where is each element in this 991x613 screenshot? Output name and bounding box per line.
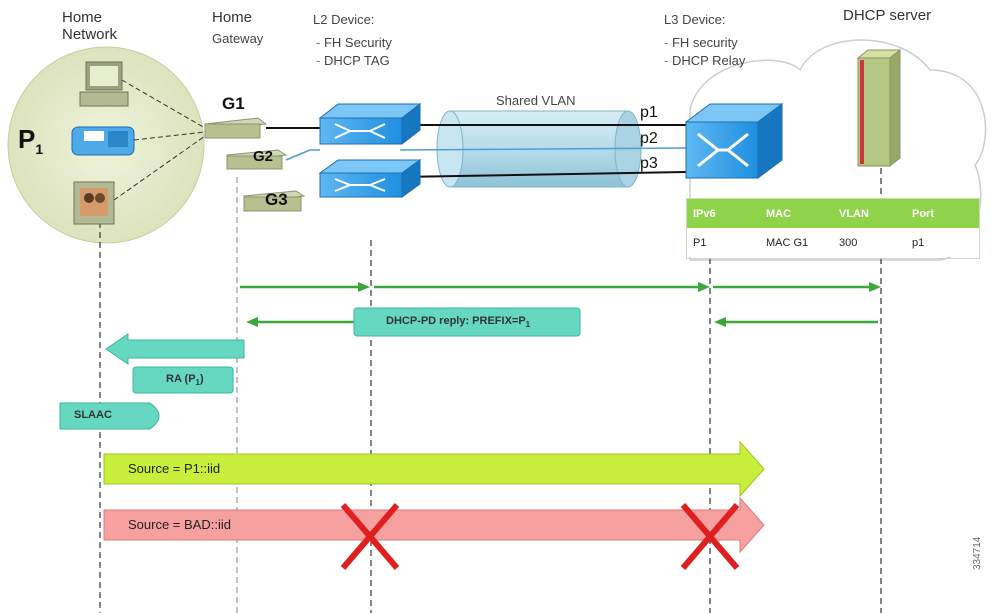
figure-id: 334714 [972,536,983,570]
dhcp-reply-text: DHCP-PD reply: PREFIX=P [386,315,526,327]
ra-label: RA (P1) [166,373,204,387]
binding-cell-ipv6: P1 [693,236,707,249]
home-network-label-line1: Home [62,9,103,26]
l3-device-label: L3 Device: [664,12,726,27]
l3-switch [684,103,784,179]
dhcp-server-icon [856,48,902,168]
l2-bullet-dhcp-tag: DHCP TAG [316,52,390,69]
gateway-g1 [203,117,268,139]
binding-header-ipv6: IPv6 [693,207,716,220]
shared-vlan-label: Shared VLAN [496,93,576,108]
binding-cell-vlan: 300 [839,236,858,249]
ra-text: RA (P [166,373,196,385]
gateway-g3-label: G3 [265,190,288,209]
gateway-g1-label: G1 [222,94,245,113]
home-gateway-label-line1: Home [212,9,253,26]
source-good-arrow [103,440,765,498]
computer-icon [79,61,129,107]
binding-table-header: IPv6 MAC VLAN Port [687,199,979,228]
binding-cell-port: p1 [912,236,925,249]
port-p1-label: p1 [640,104,658,121]
prefix-p1-subscript: 1 [35,141,44,158]
l2-bullet-fh-security: FH Security [316,34,392,51]
binding-header-vlan: VLAN [839,207,869,220]
dhcp-reply-subscript: 1 [525,320,531,330]
gateway-g2 [225,149,288,170]
l3-bullet-fh-security: FH security [664,34,738,51]
l3-bullet-dhcp-relay: DHCP Relay [664,52,745,69]
ra-box [132,366,234,394]
slaac-box [59,402,160,430]
gateway-g3 [242,190,306,212]
dhcp-reply-box [353,307,581,337]
binding-table-row: P1 MAC G1 300 p1 [687,228,979,257]
home-gateway-label-line2: Gateway [212,31,264,46]
binding-header-mac: MAC [766,207,792,220]
home-network-label-line2: Network [62,26,118,43]
dhcp-reply-label: DHCP-PD reply: PREFIX=P1 [386,315,530,329]
source-bad-arrow [103,496,765,554]
l2-switch-top [318,102,422,146]
slaac-label: SLAAC [74,409,112,421]
source-bad-label: Source = BAD::iid [128,517,231,532]
prefix-p1-label: P1 [18,124,43,157]
ra-arrow [105,333,245,365]
block-x-l3 [680,503,740,570]
binding-table: IPv6 MAC VLAN Port P1 MAC G1 300 p1 [686,198,980,259]
gateway-g2-label: G2 [253,148,274,165]
l2-device-label: L2 Device: [313,12,375,27]
block-x-l2 [340,503,400,570]
dhcp-request-arrows [240,282,881,292]
dhcp-server-label: DHCP server [843,7,932,24]
binding-header-port: Port [912,207,934,220]
l2-switch-bottom [318,159,422,198]
prefix-p1-main: P [18,124,36,154]
phone-icon [71,126,135,156]
source-good-label: Source = P1::iid [128,461,221,476]
port-p3-label: p3 [640,155,658,172]
ra-subscript: 1 [195,378,200,388]
videophone-icon [73,181,115,225]
port-p2-label: p2 [640,130,658,147]
binding-cell-mac: MAC G1 [766,236,809,249]
ra-text-end: ) [200,373,204,385]
